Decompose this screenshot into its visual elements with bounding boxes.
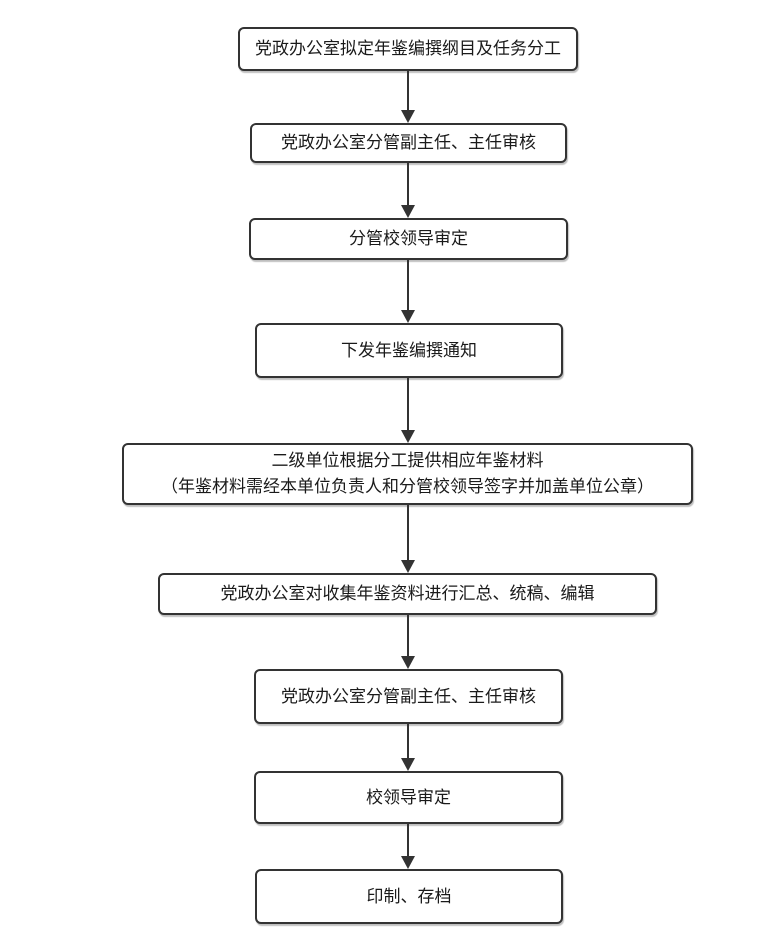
flow-step-label: 党政办公室分管副主任、主任审核: [281, 686, 536, 707]
flow-step-label: 党政办公室拟定年鉴编撰纲目及任务分工: [255, 39, 561, 59]
arrow-line: [407, 505, 409, 561]
flow-step-label: 下发年鉴编撰通知: [341, 340, 477, 361]
arrow-down-icon: [401, 856, 415, 869]
flow-step-label: 党政办公室对收集年鉴资料进行汇总、统稿、编辑: [220, 584, 595, 604]
flow-step-7: 党政办公室分管副主任、主任审核: [254, 669, 563, 724]
flow-step-sublabel: （年鉴材料需经本单位负责人和分管校领导签字并加盖单位公章）: [161, 477, 654, 497]
flow-arrow-3: [401, 260, 415, 323]
arrow-line: [407, 260, 409, 311]
arrow-down-icon: [401, 656, 415, 669]
arrow-down-icon: [401, 430, 415, 443]
flow-step-9: 印制、存档: [255, 869, 563, 924]
flow-arrow-6: [401, 615, 415, 669]
flow-step-label: 分管校领导审定: [349, 229, 468, 249]
arrow-line: [407, 378, 409, 431]
flow-step-2: 党政办公室分管副主任、主任审核: [250, 123, 567, 163]
flow-step-label: 党政办公室分管副主任、主任审核: [281, 133, 536, 153]
arrow-down-icon: [401, 758, 415, 771]
flow-step-3: 分管校领导审定: [249, 218, 568, 260]
flow-arrow-2: [401, 163, 415, 218]
flow-step-label: 印制、存档: [366, 886, 452, 907]
flow-step-8: 校领导审定: [254, 771, 563, 824]
arrow-down-icon: [401, 110, 415, 123]
flow-arrow-8: [401, 824, 415, 869]
arrow-line: [407, 163, 409, 206]
flow-step-4: 下发年鉴编撰通知: [255, 323, 563, 378]
flow-arrow-5: [401, 505, 415, 573]
arrow-down-icon: [401, 205, 415, 218]
flow-step-label: 二级单位根据分工提供相应年鉴材料: [271, 451, 544, 471]
arrow-line: [407, 71, 409, 111]
flow-arrow-7: [401, 724, 415, 771]
flow-step-6: 党政办公室对收集年鉴资料进行汇总、统稿、编辑: [158, 573, 657, 615]
flow-step-label: 校领导审定: [366, 787, 451, 808]
arrow-line: [407, 615, 409, 657]
flow-step-5: 二级单位根据分工提供相应年鉴材料 （年鉴材料需经本单位负责人和分管校领导签字并加…: [122, 443, 693, 505]
flow-arrow-4: [401, 378, 415, 443]
arrow-down-icon: [401, 310, 415, 323]
flow-step-1: 党政办公室拟定年鉴编撰纲目及任务分工: [238, 27, 578, 71]
arrow-line: [407, 724, 409, 759]
arrow-line: [407, 824, 409, 857]
arrow-down-icon: [401, 560, 415, 573]
flow-arrow-1: [401, 71, 415, 123]
